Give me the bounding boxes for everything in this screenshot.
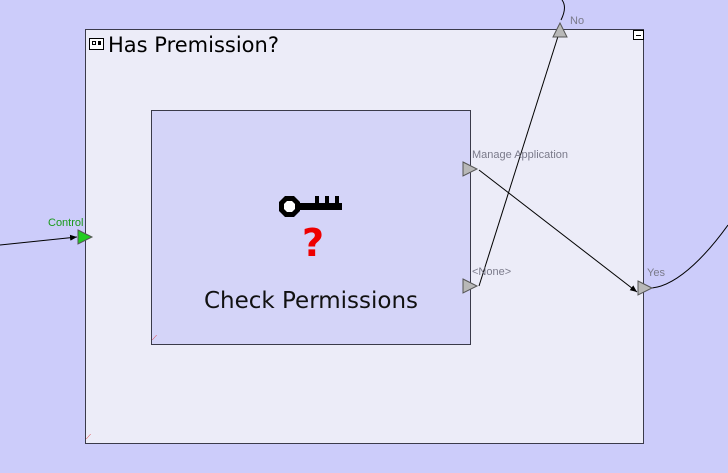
wire-none-to-no	[478, 29, 561, 287]
key-question-icon: ?	[279, 196, 342, 259]
wire-control-in	[0, 234, 78, 246]
port-no	[552, 21, 568, 38]
key-icon	[279, 196, 342, 217]
check-permissions-node[interactable]	[151, 110, 471, 345]
inner-node-title: Check Permissions	[203, 288, 419, 314]
port-label-yes: Yes	[647, 267, 665, 279]
window-icon	[89, 38, 104, 50]
resize-handle-icon[interactable]: ⟋	[152, 334, 157, 342]
port-label-manage-application: Manage Application	[472, 149, 569, 161]
collapse-button[interactable]	[633, 30, 644, 40]
node-title: Has Premission?	[108, 33, 279, 57]
wire-yes-out	[651, 224, 728, 289]
port-manage-application	[462, 161, 479, 177]
port-label-control: Control	[48, 217, 84, 229]
resize-handle-icon[interactable]: ⟋	[86, 433, 91, 441]
port-none	[462, 278, 479, 294]
wire-manage-to-yes	[478, 169, 638, 293]
port-control	[77, 229, 94, 245]
port-yes	[637, 280, 654, 296]
wire-no-out	[560, 0, 565, 21]
port-label-no: No	[570, 15, 585, 27]
port-label-none: <None>	[472, 266, 512, 278]
question-mark-icon: ?	[302, 221, 324, 259]
